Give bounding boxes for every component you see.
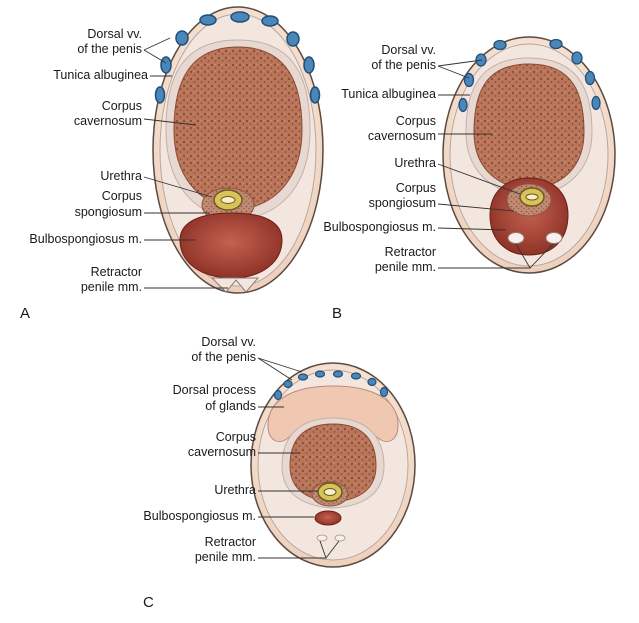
panel-a-label-dorsal-1: Dorsal vv. [87, 27, 142, 41]
vein [175, 30, 189, 46]
vein [591, 95, 601, 111]
panel-a-labels: Dorsal vv. of the penis Tunica albuginea… [20, 27, 228, 322]
vein [199, 14, 217, 26]
panel-b [442, 36, 616, 274]
panel-c-label-retr-2: penile mm. [195, 550, 256, 564]
leader-line [143, 37, 171, 51]
leader-line [437, 59, 483, 67]
panel-c-urethra-lumen [323, 488, 337, 496]
panel-a-label-urethra: Urethra [100, 169, 142, 183]
panel-c-label-dorsal-2: of the penis [191, 350, 256, 364]
vein [571, 51, 583, 65]
panel-b-label-bulbo: Bulbospongiosus m. [323, 220, 436, 234]
panel-b-label-dorsal-2: of the penis [371, 58, 436, 72]
panel-a-corpus-cavernosum [173, 46, 303, 211]
panel-a-label-cc-1: Corpus [102, 99, 142, 113]
panel-c [250, 362, 416, 568]
vein [261, 15, 279, 27]
panel-b-letter: B [332, 305, 342, 322]
panel-a-dorsal-veins [154, 11, 321, 104]
vein [160, 56, 172, 74]
panel-c-label-dp-1: Dorsal process [173, 383, 256, 397]
panel-a-retractor-penile [210, 277, 260, 293]
vein [283, 379, 293, 389]
panel-b-label-retr-2: penile mm. [375, 260, 436, 274]
panel-b-urethra-lumen [525, 193, 539, 201]
panel-c-letter: C [143, 594, 154, 611]
panel-b-labels: Dorsal vv. of the penis Tunica albuginea… [323, 43, 554, 322]
vein [297, 373, 309, 381]
vein [379, 386, 389, 398]
panel-c-label-dorsal-1: Dorsal vv. [201, 335, 256, 349]
leader-line [143, 118, 197, 126]
vein [493, 39, 507, 51]
leader-line [325, 540, 340, 559]
panel-b-label-retr-1: Retractor [385, 245, 436, 259]
vein [458, 97, 468, 113]
vein [303, 56, 315, 74]
panel-c-label-cc-1: Corpus [216, 430, 256, 444]
panel-b-label-cs-1: Corpus [396, 181, 436, 195]
vein [309, 86, 321, 104]
vein [350, 372, 362, 380]
panel-b-corpus-cavernosum [473, 63, 585, 191]
panel-b-dorsal-veins [458, 38, 601, 113]
leader-line [437, 227, 507, 231]
leader-line [529, 243, 554, 269]
panel-b-label-cc-1: Corpus [396, 114, 436, 128]
panel-c-labels: Dorsal vv. of the penis Dorsal process o… [143, 335, 340, 611]
panel-a-label-bulbo: Bulbospongiosus m. [29, 232, 142, 246]
leader-line [437, 203, 515, 212]
panel-a-label-cc-2: cavernosum [74, 114, 142, 128]
panel-a-label-dorsal-2: of the penis [77, 42, 142, 56]
vein [584, 70, 596, 86]
panel-a-urethra-lumen [220, 196, 236, 204]
panel-a-letter: A [20, 305, 30, 322]
vein [273, 389, 283, 401]
panel-c-label-urethra: Urethra [214, 483, 256, 497]
vein [549, 38, 563, 50]
vein [154, 86, 166, 104]
panel-b-retractor-right [545, 232, 563, 244]
panel-a-bulbospongiosus [179, 212, 283, 279]
panel-a-label-tunica: Tunica albuginea [53, 68, 148, 82]
leader-line [437, 163, 521, 195]
panel-b-label-cc-2: cavernosum [368, 129, 436, 143]
panel-c-label-bulbo: Bulbospongiosus m. [143, 509, 256, 523]
panel-c-retractor-right [334, 534, 346, 542]
leader-line [257, 357, 303, 373]
panel-c-label-dp-2: of glands [205, 399, 256, 413]
vein [463, 72, 475, 88]
panel-c-bulbospongiosus [314, 510, 342, 526]
vein [230, 11, 250, 23]
panel-b-retractor-left [507, 232, 525, 244]
panel-c-label-retr-1: Retractor [205, 535, 256, 549]
leader-line [143, 49, 167, 64]
panel-c-retractor-left [316, 534, 328, 542]
panel-a-label-retr-2: penile mm. [81, 280, 142, 294]
leader-line [143, 176, 213, 198]
vein [367, 377, 377, 387]
panel-b-label-dorsal-1: Dorsal vv. [381, 43, 436, 57]
panel-a [152, 6, 324, 294]
panel-b-label-tunica: Tunica albuginea [341, 87, 436, 101]
leader-line [437, 65, 470, 79]
leader-line [257, 357, 293, 381]
vein [332, 370, 344, 378]
panel-a-label-cs-2: spongiosum [75, 205, 142, 219]
panel-a-label-retr-1: Retractor [91, 265, 142, 279]
panel-c-dorsal-veins [273, 370, 389, 401]
vein [314, 370, 326, 378]
vein [286, 31, 300, 47]
panel-b-label-cs-2: spongiosum [369, 196, 436, 210]
panel-c-label-cc-2: cavernosum [188, 445, 256, 459]
panel-b-label-urethra: Urethra [394, 156, 436, 170]
panel-a-label-cs-1: Corpus [102, 189, 142, 203]
